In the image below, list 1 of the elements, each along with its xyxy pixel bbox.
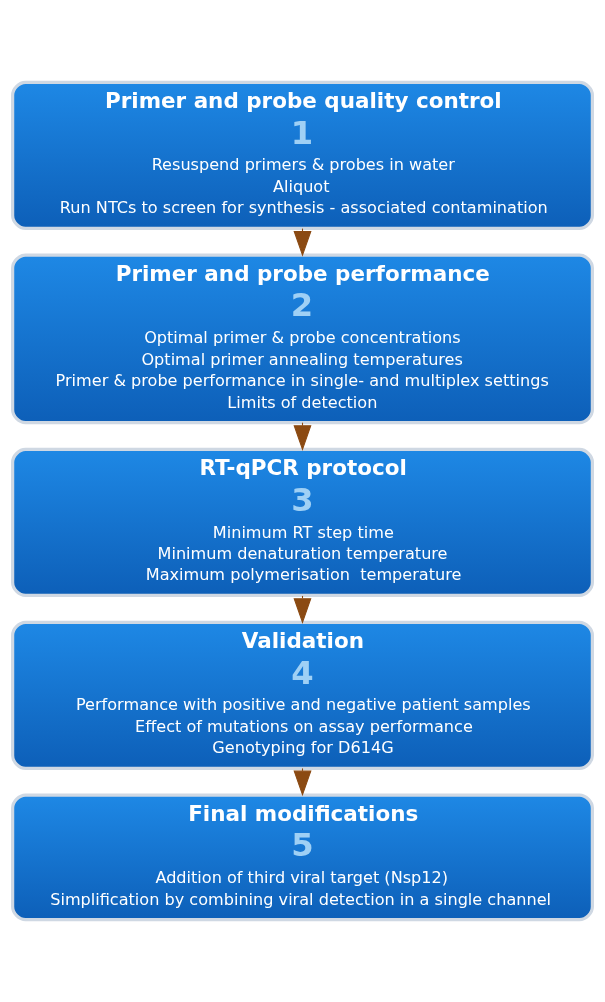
node-box: Final modifications 5 Addition of third viral target (Nsp12) Simplification by combining viral detection in a single channel: [11, 793, 594, 922]
